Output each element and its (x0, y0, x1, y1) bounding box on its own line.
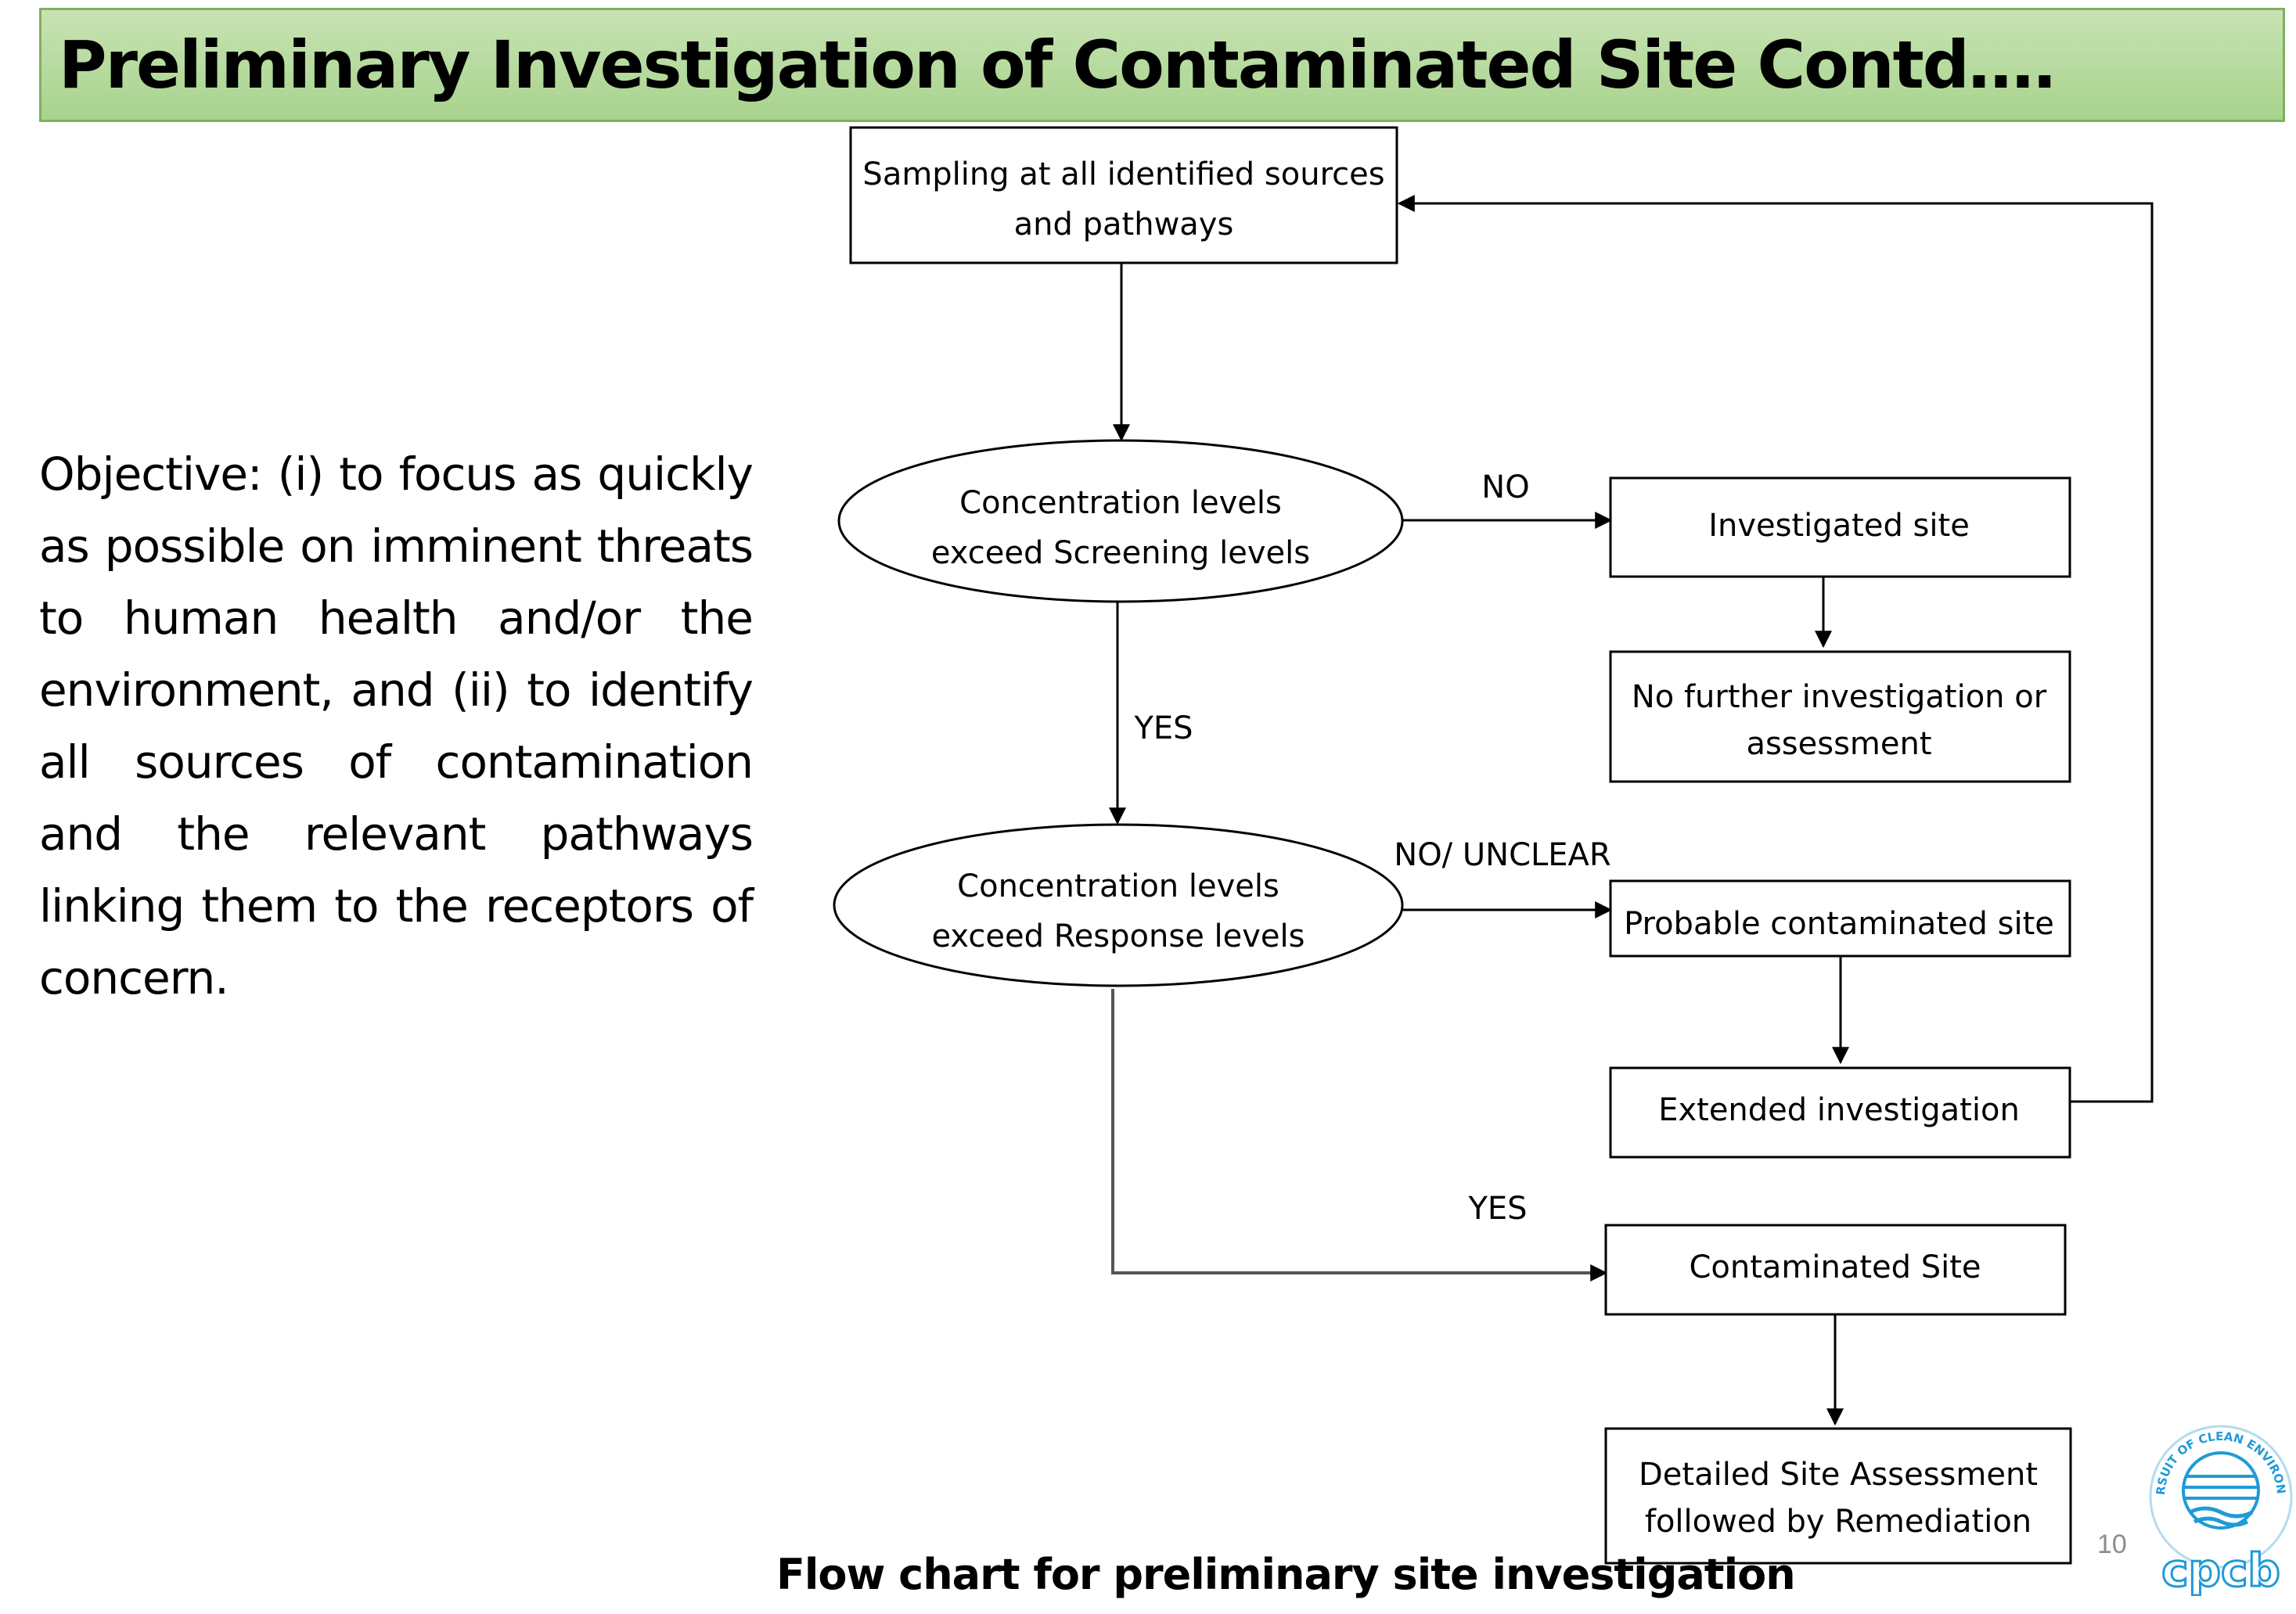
node-screening-decision: Concentration levels exceed Screening le… (837, 439, 1404, 603)
edge-extended-feedback-to-sampling (1397, 195, 2154, 1103)
node-investigated-line-1: Investigated site (1708, 508, 1970, 544)
node-contaminated-site: Contaminated Site (1604, 1224, 2067, 1316)
node-detailed-site-assessment: Detailed Site Assessment followed by Rem… (1604, 1427, 2072, 1565)
node-screening-line-1: Concentration levels (959, 485, 1282, 521)
node-sampling: Sampling at all identified sources and p… (849, 126, 1398, 264)
edge-label-yes-2: YES (1467, 1191, 1527, 1227)
edge-label-no: NO (1481, 469, 1529, 505)
objective-text: Objective: (i) to focus as quickly as po… (39, 448, 754, 1005)
page-title: Preliminary Investigation of Contaminate… (59, 27, 2057, 103)
edge-label-yes-1: YES (1133, 710, 1193, 746)
node-sampling-line-2: and pathways (1014, 207, 1234, 243)
node-response-decision: Concentration levels exceed Response lev… (833, 823, 1404, 987)
logo-text: cpcb (2161, 1544, 2280, 1596)
flowchart-caption: Flow chart for preliminary site investig… (776, 1550, 1796, 1599)
node-detailed-line-1: Detailed Site Assessment (1639, 1457, 2038, 1493)
node-response-line-2: exceed Response levels (932, 918, 1305, 954)
node-extended-line-1: Extended investigation (1658, 1092, 2020, 1128)
connectors (1109, 195, 2154, 1426)
node-response-line-1: Concentration levels (957, 868, 1279, 904)
node-probable-line-1: Probable contaminated site (1624, 906, 2054, 942)
node-screening-line-2: exceed Screening levels (931, 535, 1310, 571)
cpcb-globe-logo-icon: IN PURSUIT OF CLEAN ENVIRONMENT cpcb (2143, 1412, 2293, 1596)
edge-response-to-contaminated (1111, 989, 1608, 1281)
page-number: 10 (2097, 1530, 2127, 1559)
node-detailed-line-2: followed by Remediation (1645, 1504, 2031, 1540)
edge-label-no-unclear: NO/ UNCLEAR (1394, 837, 1610, 873)
node-extended-investigation: Extended investigation (1609, 1066, 2071, 1159)
node-investigated-site: Investigated site (1609, 476, 2071, 578)
node-contaminated-line-1: Contaminated Site (1689, 1249, 1981, 1285)
node-sampling-line-1: Sampling at all identified sources (862, 156, 1384, 192)
title-bar: Preliminary Investigation of Contaminate… (39, 8, 2285, 122)
node-no-further-line-1: No further investigation or (1632, 679, 2047, 715)
node-probable-contaminated-site: Probable contaminated site (1609, 879, 2071, 958)
globe-icon (2182, 1451, 2260, 1530)
node-no-further-line-2: assessment (1746, 726, 1931, 762)
node-no-further-investigation: No further investigation or assessment (1609, 650, 2071, 783)
